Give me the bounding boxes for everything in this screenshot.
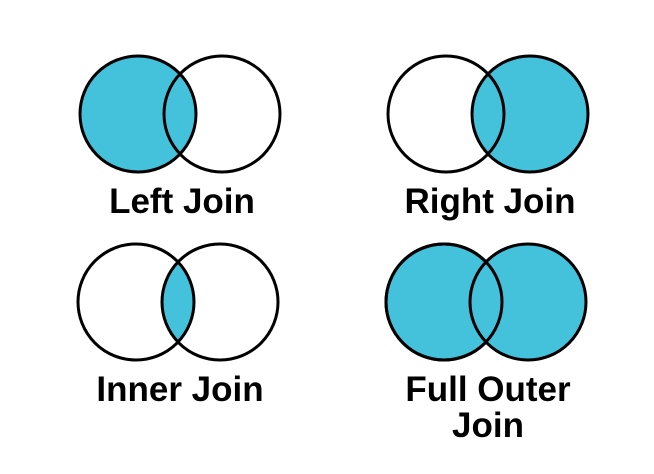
venn-cell-left-join: Left Join xyxy=(76,50,288,220)
right-circle xyxy=(160,242,280,362)
left-circle xyxy=(386,54,506,174)
intersection-region-shaded xyxy=(162,262,194,342)
left-join-label: Left Join xyxy=(109,182,255,221)
right-join-label: Right Join xyxy=(404,182,576,221)
left-join-venn-diagram xyxy=(78,54,282,174)
venn-cell-full-outer-join: Full Outer Join xyxy=(382,238,594,444)
inner-join-venn-diagram xyxy=(76,242,280,362)
inner-join-label: Inner Join xyxy=(96,370,264,409)
right-join-venn-diagram xyxy=(386,54,590,174)
full-outer-join-label: Full Outer Join xyxy=(405,370,571,445)
venn-cell-right-join: Right Join xyxy=(384,50,596,220)
right-circle xyxy=(162,54,282,174)
right-circle-shaded xyxy=(470,54,590,174)
left-circle-shaded xyxy=(78,54,198,174)
left-circle-outline-overlay xyxy=(384,242,504,362)
right-circle-shaded xyxy=(468,242,588,362)
left-circle xyxy=(76,242,196,362)
venn-cell-inner-join: Inner Join xyxy=(74,238,286,408)
full-outer-join-venn-diagram xyxy=(384,242,588,362)
